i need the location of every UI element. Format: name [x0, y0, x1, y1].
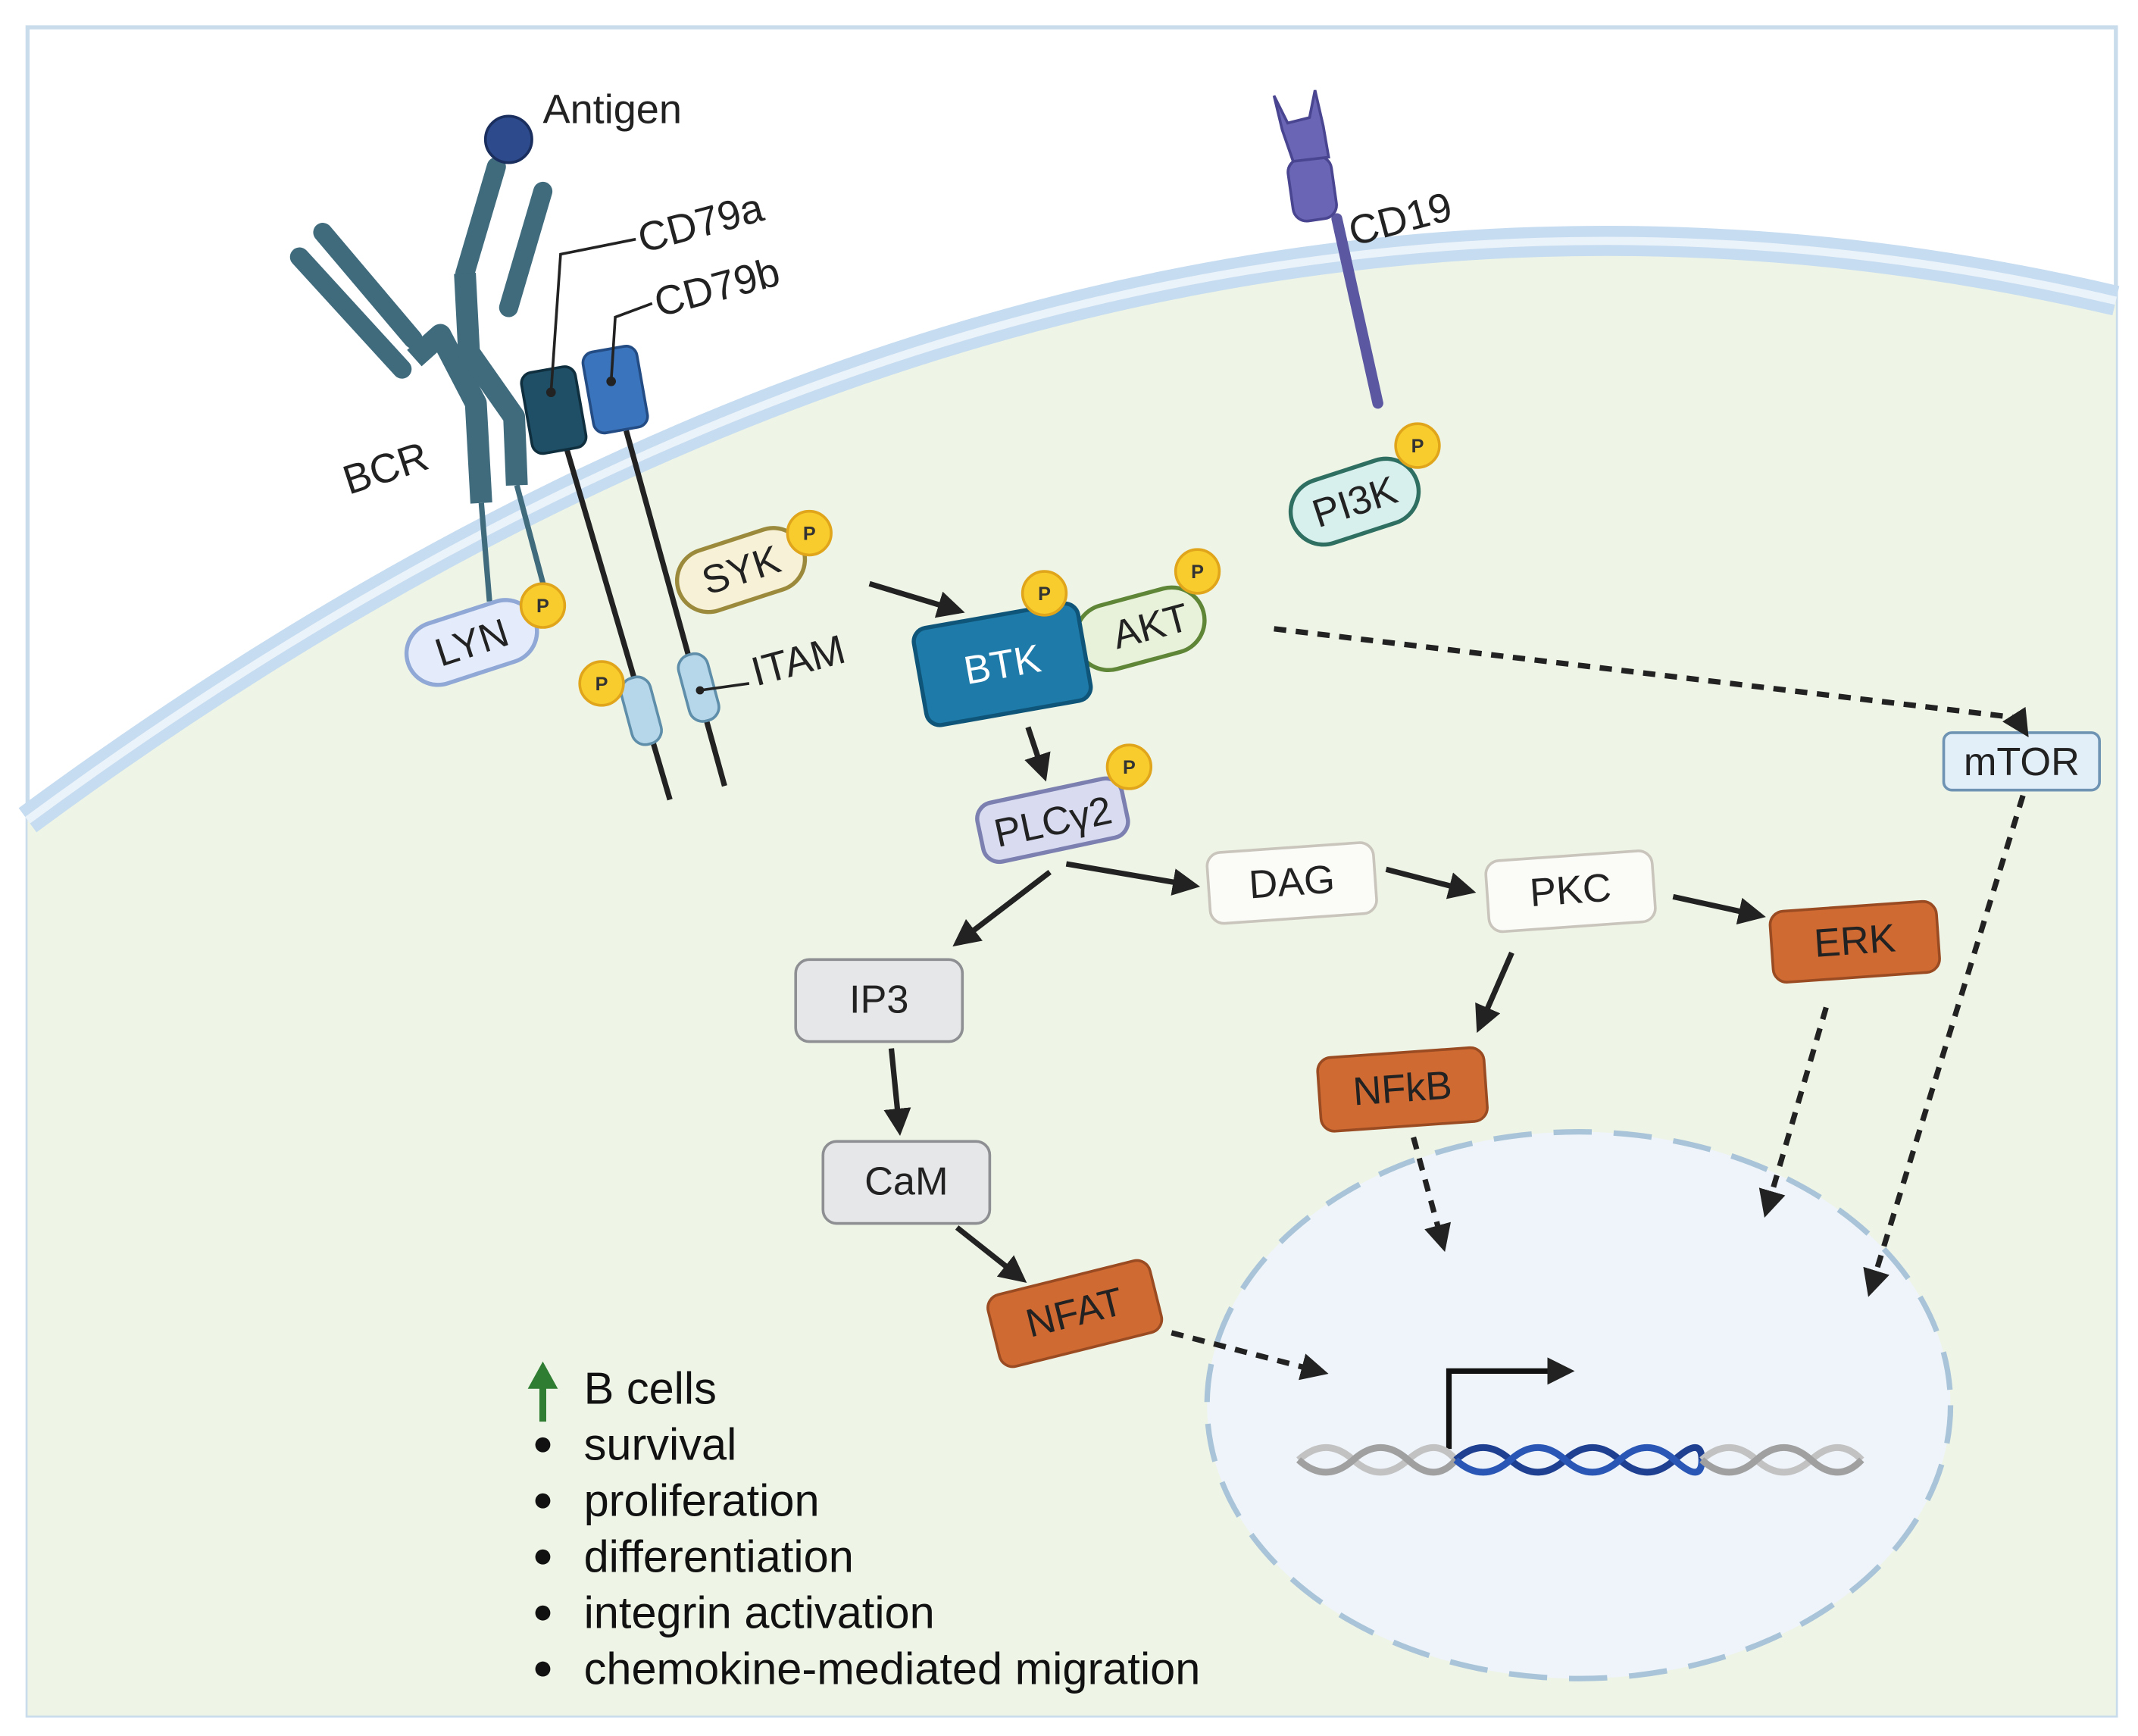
- bullet-icon: [535, 1661, 551, 1677]
- svg-text:DAG: DAG: [1248, 858, 1336, 908]
- svg-text:CaM: CaM: [864, 1160, 948, 1204]
- svg-text:P: P: [1123, 757, 1136, 778]
- legend-heading: B cells: [584, 1363, 717, 1414]
- pi3k-node: PI3K: [1288, 456, 1421, 547]
- svg-text:PKC: PKC: [1528, 866, 1612, 915]
- svg-text:P: P: [803, 524, 816, 545]
- btk-phospho-badge: P: [1021, 570, 1068, 617]
- nucleus: [1204, 1129, 1954, 1681]
- svg-text:mTOR: mTOR: [1964, 740, 2080, 784]
- svg-text:ERK: ERK: [1813, 916, 1897, 965]
- bullet-icon: [535, 1437, 551, 1453]
- antigen-label: Antigen: [542, 86, 682, 132]
- plcg2-phospho-badge: P: [1105, 743, 1153, 790]
- ip3-node: IP3: [794, 958, 964, 1043]
- dna-helix: [1296, 1444, 1864, 1476]
- legend-item: survival: [584, 1419, 737, 1470]
- svg-text:NFkB: NFkB: [1352, 1063, 1453, 1114]
- svg-text:IP3: IP3: [849, 978, 909, 1022]
- svg-text:P: P: [1191, 561, 1204, 583]
- lyn-phospho-badge: P: [519, 582, 567, 629]
- akt-phospho-badge: P: [1174, 548, 1221, 595]
- svg-text:P: P: [595, 674, 608, 695]
- btk-node: BTK: [911, 601, 1093, 727]
- nfkb-node: NFkB: [1316, 1046, 1489, 1133]
- legend-item: integrin activation: [584, 1587, 935, 1637]
- svg-text:P: P: [1038, 583, 1051, 605]
- cd79a: [520, 237, 673, 801]
- erk-node: ERK: [1768, 899, 1941, 984]
- plcg2-node: PLCγ2: [975, 776, 1130, 865]
- bullet-icon: [535, 1493, 551, 1509]
- dashed-arrows: [1171, 626, 2029, 1381]
- legend-item: differentiation: [584, 1531, 854, 1582]
- pi3k-phospho-badge: P: [1394, 422, 1441, 469]
- solid-arrows: [868, 580, 1766, 1283]
- legend-item: proliferation: [584, 1475, 820, 1526]
- svg-text:P: P: [1411, 436, 1424, 457]
- bcr-receptor: [289, 157, 553, 602]
- cd79b: [581, 302, 750, 787]
- plasma-membrane-inner: [25, 236, 2118, 824]
- nfat-node: NFAT: [986, 1259, 1164, 1368]
- mtor-node: mTOR: [1942, 731, 2101, 792]
- bullet-icon: [535, 1605, 551, 1621]
- cam-node: CaM: [821, 1140, 992, 1225]
- arrow-up-icon: [527, 1361, 558, 1422]
- lyn-node: LYN: [404, 598, 539, 687]
- bullet-icon: [535, 1549, 551, 1565]
- syk-phospho-badge: P: [786, 509, 833, 557]
- dag-node: DAG: [1205, 841, 1378, 925]
- antigen-sphere: [483, 114, 533, 164]
- cd19: [1272, 89, 1383, 409]
- legend: B cells survival proliferation different…: [527, 1361, 1201, 1694]
- svg-text:P: P: [536, 596, 549, 617]
- pkc-node: PKC: [1484, 849, 1657, 934]
- itam-phospho-badge: P: [578, 660, 625, 707]
- legend-item: chemokine-mediated migration: [584, 1643, 1201, 1694]
- akt-node: AKT: [1073, 585, 1207, 673]
- transcription-start-arrow: [1446, 1357, 1575, 1450]
